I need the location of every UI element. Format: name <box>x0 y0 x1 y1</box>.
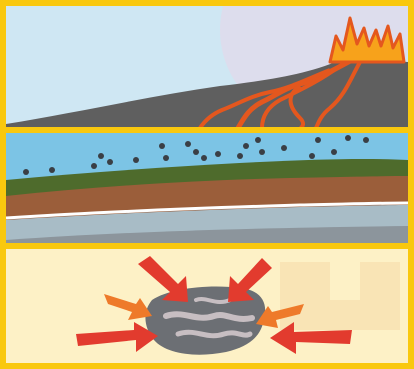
panel-metamorphic <box>6 249 408 363</box>
panel-sediment <box>6 133 408 244</box>
panel-volcano <box>6 0 410 128</box>
